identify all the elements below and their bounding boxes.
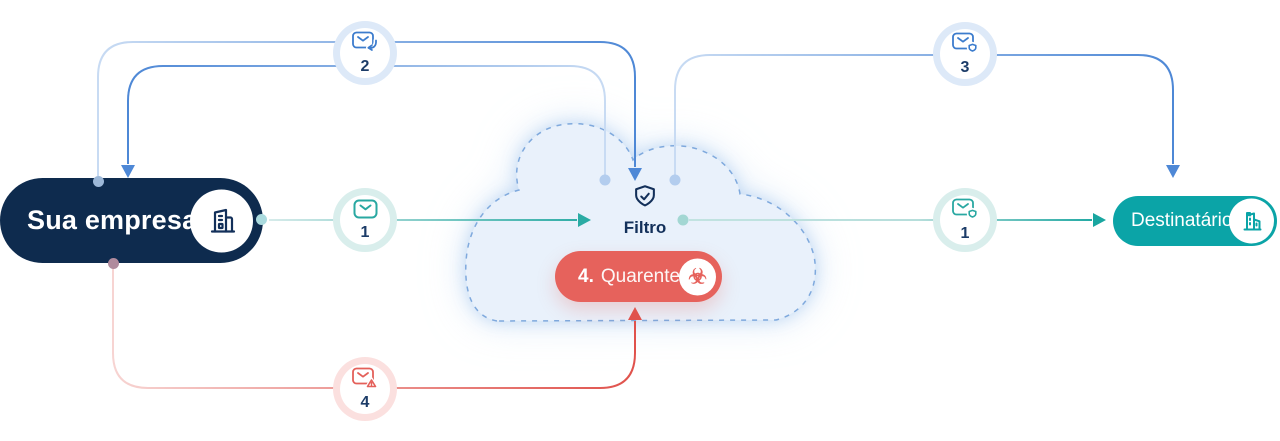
badge-number: 1	[960, 225, 970, 242]
node-quarentena: 4. Quarentena ☣	[555, 251, 722, 302]
badge-number: 3	[960, 59, 970, 76]
origin-dot-filter	[677, 214, 689, 226]
office-building-icon	[190, 189, 253, 252]
flow-badge-1-filtered: 1	[933, 188, 997, 252]
quarantine-label: Quarentena	[600, 265, 702, 287]
badge-number: 1	[360, 224, 370, 241]
flow-badge-1-outbound: 1	[333, 188, 397, 252]
flow-badge-3-delivery: 3	[933, 22, 997, 86]
envelope-icon	[353, 199, 378, 224]
origin-dot-company-bottom	[108, 258, 119, 269]
arrowhead-into-recipient	[1093, 213, 1106, 227]
building-icon	[1229, 198, 1274, 244]
arrowhead-into-company	[121, 165, 135, 178]
shield-check-icon	[631, 183, 659, 216]
envelope-shield-icon	[952, 198, 979, 225]
envelope-reply-icon	[352, 31, 379, 58]
filter-label: Filtro	[623, 218, 667, 237]
arrowhead-into-cloud	[628, 168, 642, 181]
flow-badge-4-spam: 4	[333, 357, 397, 421]
filter-cloud-shape	[465, 122, 816, 322]
badge-number: 4	[360, 394, 370, 411]
origin-dot-cloud-right	[669, 174, 681, 186]
quarantine-number: 4.	[578, 265, 594, 287]
wire-cloud-to-recipient-top	[674, 54, 1174, 175]
company-label: Sua empresa	[27, 205, 198, 235]
envelope-shield-icon	[952, 32, 979, 59]
origin-dot-company-right	[256, 214, 267, 225]
badge-number: 2	[360, 58, 370, 75]
arrowhead-into-recipient-top	[1166, 165, 1180, 178]
recipient-label: Destinatário	[1131, 210, 1233, 231]
origin-dot-company-top	[93, 176, 104, 187]
node-destinatario: Destinatário	[1113, 196, 1277, 246]
arrowhead-into-filter	[578, 213, 591, 227]
origin-dot-cloud-left	[599, 174, 611, 186]
envelope-warning-icon	[352, 367, 379, 394]
flow-badge-2-inbound: 2	[333, 21, 397, 85]
node-filtro: Filtro	[600, 183, 690, 238]
node-sua-empresa: Sua empresa	[0, 178, 263, 263]
biohazard-icon: ☣	[679, 258, 716, 295]
arrowhead-into-quarantine	[628, 307, 642, 320]
